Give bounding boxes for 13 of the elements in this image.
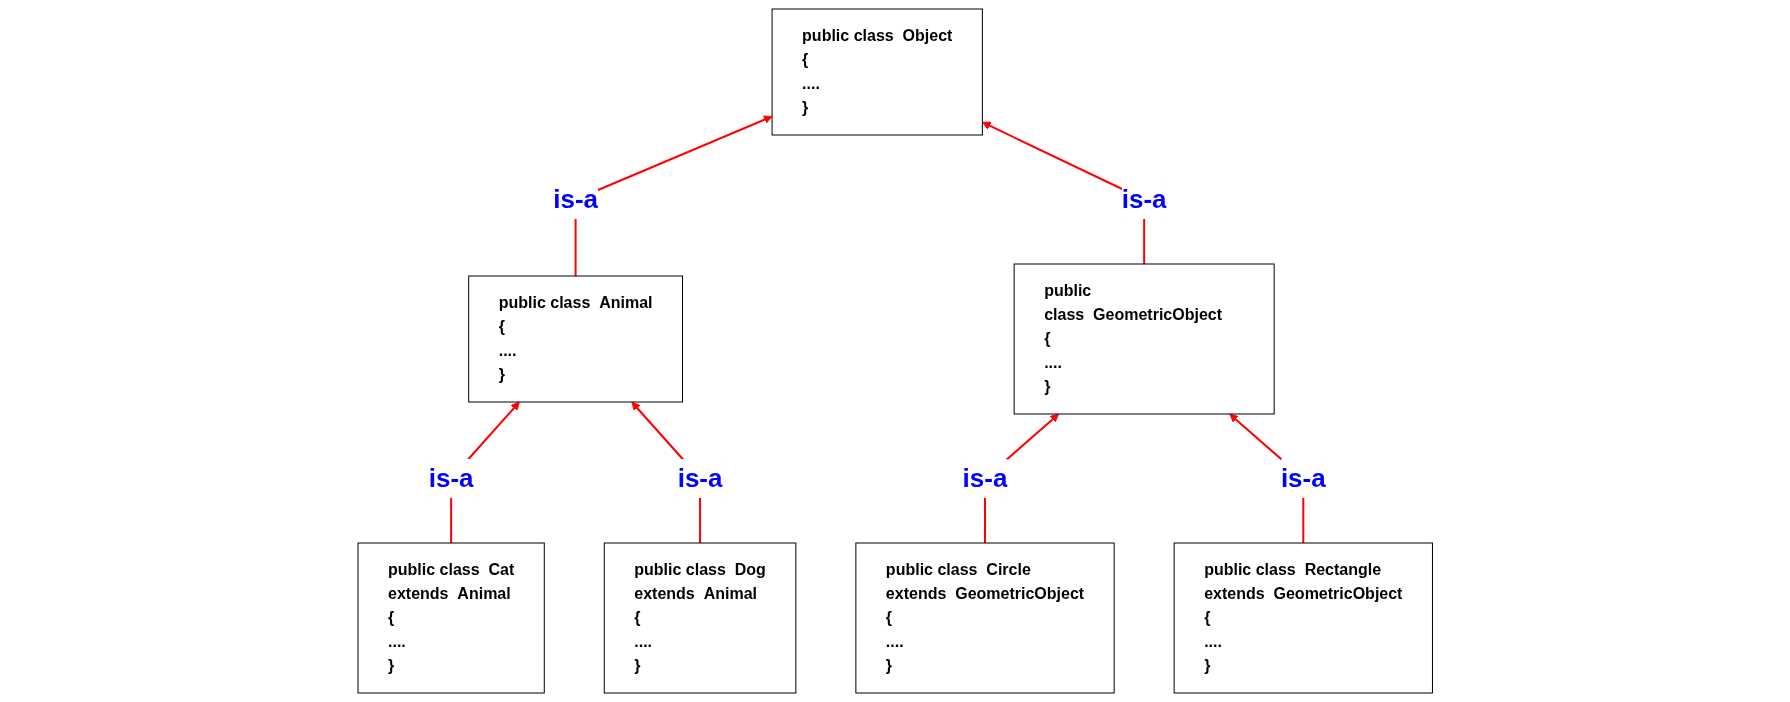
node-box: public class Animal { .... } [467, 275, 683, 403]
node-box: public class GeometricObject { .... } [1013, 263, 1275, 415]
edge-label: is-a [1280, 463, 1326, 493]
edge-label: is-a [552, 184, 598, 214]
edge-label: is-a [428, 463, 474, 493]
node-box: public class Cat extends Animal { .... } [357, 542, 545, 694]
node-box: public class Dog extends Animal { .... } [603, 542, 797, 694]
node-box: public class Object { .... } [771, 8, 983, 136]
edge-label: is-a [677, 463, 723, 493]
edge-label: is-a [962, 463, 1008, 493]
node-box: public class Rectangle extends GeometricObject { .... } [1173, 542, 1433, 694]
edge-label: is-a [1121, 184, 1167, 214]
node-box: public class Circle extends GeometricObject { .... } [855, 542, 1115, 694]
